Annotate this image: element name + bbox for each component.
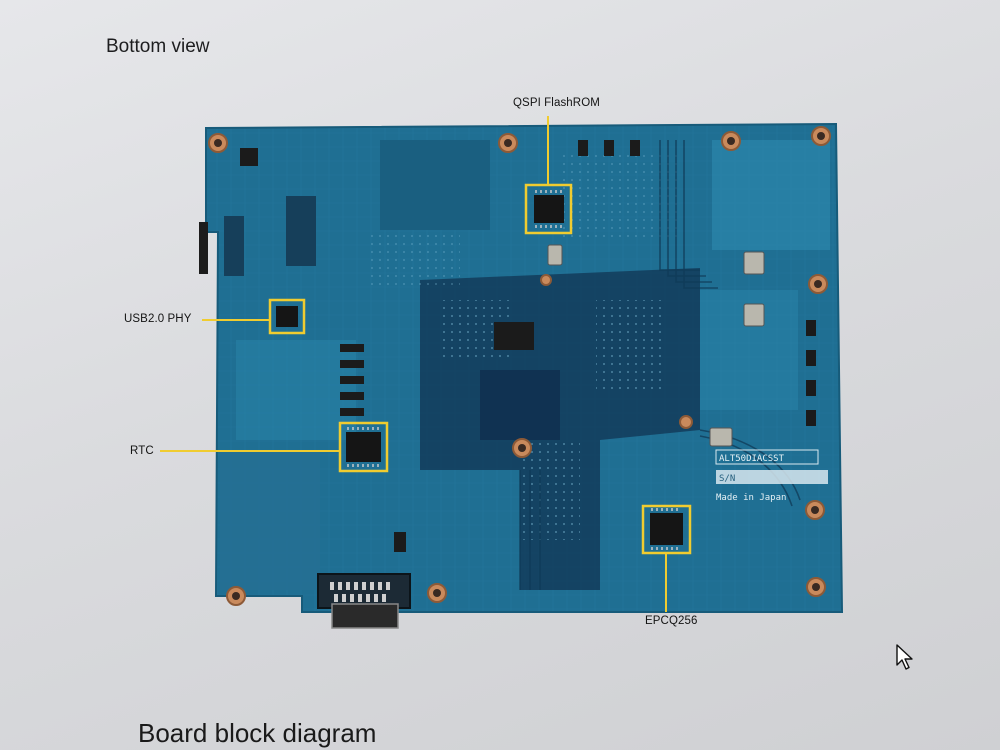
smd-components — [224, 140, 816, 552]
page-title: Bottom view — [106, 36, 210, 57]
callout-epcq256: EPCQ256 — [645, 615, 698, 627]
silkscreen-part-number: ALT50DIACSST — [719, 454, 785, 464]
usb-connector — [331, 603, 399, 629]
connector-pins — [330, 582, 390, 602]
copper-pour-panels — [220, 140, 830, 590]
callout-qspi-flashrom: QSPI FlashROM — [513, 97, 600, 109]
mouse-pointer-icon — [896, 644, 913, 670]
side-connector — [199, 222, 208, 274]
rtc-chip — [160, 421, 389, 473]
section-heading-block-diagram: Board block diagram — [138, 718, 377, 748]
mounting-hole — [208, 126, 831, 606]
crystal-oscillators — [547, 244, 765, 447]
epcq256-chip — [641, 504, 692, 612]
usb-phy-chip — [202, 298, 306, 335]
board-edge-connector — [317, 573, 411, 609]
callout-rtc: RTC — [130, 445, 154, 457]
silkscreen-part-box — [715, 449, 819, 465]
silkscreen-origin: Made in Japan — [716, 493, 786, 503]
silkscreen-serial-box — [716, 470, 828, 484]
silkscreen-serial: S/N — [719, 474, 735, 484]
qspi-flash-chip — [524, 116, 573, 235]
trace-bundle — [519, 140, 801, 590]
callout-usb-phy: USB2.0 PHY — [124, 313, 192, 325]
